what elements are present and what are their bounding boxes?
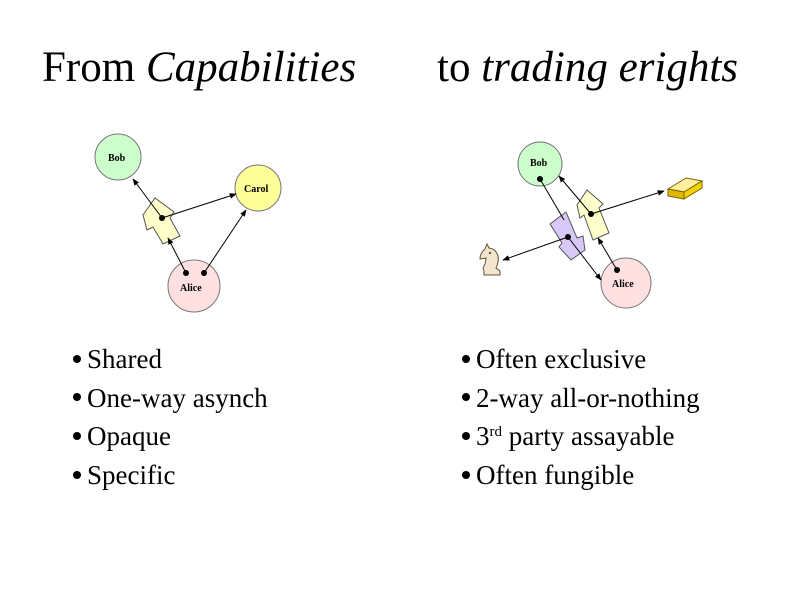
bullet-icon — [73, 354, 81, 363]
bullet-icon — [462, 470, 470, 479]
title-left-emphasis: Capabilities — [145, 44, 357, 91]
node-carol-left — [234, 164, 282, 212]
bullet-text-rest: party assayable — [502, 421, 675, 452]
edge-yellow-to-gold — [590, 190, 665, 215]
edge-purple-to-alice — [567, 236, 602, 281]
bullet-text-number: 3 — [476, 421, 490, 452]
bullet-text: Often fungible — [476, 460, 635, 491]
node-alice-right — [600, 257, 652, 309]
edge-purple-to-knight — [502, 236, 569, 261]
list-item: 3rd party assayable — [462, 417, 700, 456]
node-bob-left-label: Bob — [108, 153, 126, 164]
bullet-icon — [462, 432, 470, 441]
node-alice-right-label: Alice — [612, 279, 634, 290]
title-left-prefix: From — [42, 44, 146, 91]
node-bob-right-label: Bob — [530, 158, 548, 169]
bullet-text: Opaque — [87, 421, 171, 452]
list-item: Often fungible — [462, 456, 700, 495]
edge-block-to-carol — [161, 193, 237, 219]
title-to-trading-erights: to trading erights — [437, 40, 738, 96]
bullet-text: One-way asynch — [87, 382, 268, 413]
bullet-icon — [73, 393, 81, 402]
dot-alice-right — [614, 267, 620, 273]
bullet-text: Specific — [87, 460, 176, 491]
bullet-text: Often exclusive — [476, 344, 647, 374]
edge-bob-to-alice — [539, 178, 565, 221]
bullet-text: 2-way all-or-nothing — [476, 382, 700, 413]
knight-chess-piece-icon — [479, 242, 501, 276]
node-bob-left — [94, 133, 142, 181]
edge-yellow-to-bob — [558, 175, 592, 215]
node-bob-right — [517, 141, 563, 187]
right-erights-diagram: Bob Alice — [479, 141, 704, 309]
title-right-prefix: to — [437, 44, 482, 91]
capability-arrow-block-left — [142, 197, 181, 245]
capabilities-properties-list: Shared One-way asynch Opaque Specific — [73, 340, 268, 495]
dot-alice-2 — [201, 270, 207, 276]
dot-purple-block — [565, 234, 571, 240]
node-carol-left-label: Carol — [244, 184, 268, 195]
list-item: Often exclusive — [462, 340, 700, 379]
dot-yellow-block — [588, 211, 594, 217]
edge-alice-to-block — [167, 237, 187, 274]
bullet-icon — [73, 470, 81, 479]
node-alice-left-label: Alice — [180, 283, 202, 294]
gold-bar-icon — [666, 177, 704, 200]
dot-alice-1 — [183, 270, 189, 276]
list-item: 2-way all-or-nothing — [462, 379, 700, 418]
title-right-emphasis: trading erights — [481, 44, 739, 91]
edge-block-to-bob — [132, 178, 163, 219]
list-item: One-way asynch — [73, 379, 268, 418]
list-item: Opaque — [73, 417, 268, 456]
list-item: Shared — [73, 340, 268, 379]
left-capability-diagram: Bob Carol Alice — [94, 133, 282, 313]
list-item: Specific — [73, 456, 268, 495]
bullet-icon — [462, 354, 470, 363]
dot-block-left — [159, 215, 165, 221]
bullet-icon — [73, 432, 81, 441]
dot-bob-right — [537, 176, 543, 182]
title-from-capabilities: From Capabilities — [42, 40, 356, 96]
bullet-text: Shared — [87, 344, 162, 374]
edge-alice-to-yellow — [597, 237, 618, 271]
edge-alice-to-carol — [203, 209, 247, 274]
erights-properties-list: Often exclusive 2-way all-or-nothing 3rd… — [462, 340, 700, 495]
bullet-text-superscript: rd — [489, 424, 503, 441]
bullet-icon — [462, 393, 470, 402]
